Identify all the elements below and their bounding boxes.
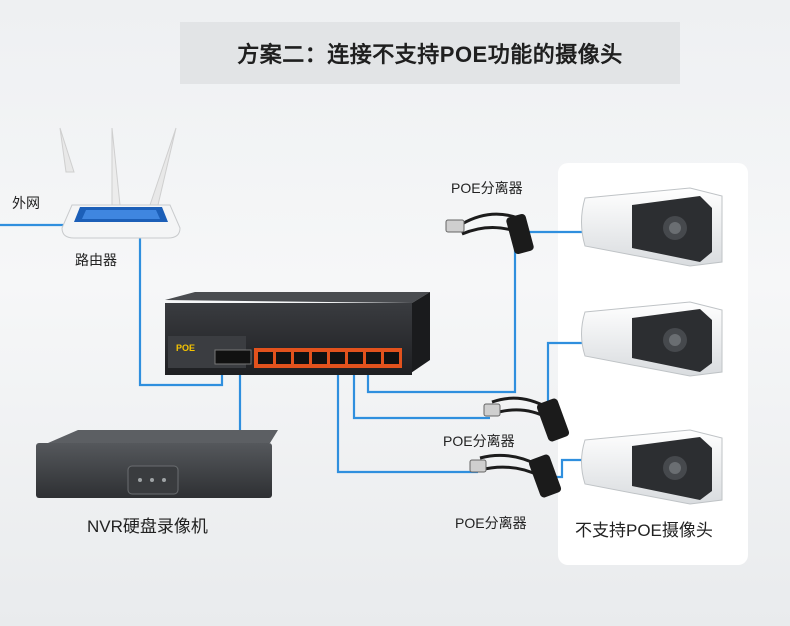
router-to-switch-cable [138,238,224,387]
nvr-icon [36,430,278,498]
router-icon [59,127,181,239]
wan-label: 外网 [12,195,40,211]
nvr-label: NVR硬盘录像机 [87,517,208,536]
camera-icon [581,187,723,267]
router-label: 路由器 [75,252,117,268]
camera-icon [581,429,723,505]
poe-splitter-icon [445,212,534,255]
splitter-mid-to-camera2-cable [546,341,590,418]
poe-splitter-icon [483,396,570,442]
cameras-label: 不支持POE摄像头 [575,521,713,540]
switch-to-splitter-mid-cable [352,370,490,420]
switch-poe-badge: POE [176,343,195,353]
poe-splitter-label-top: POE分离器 [451,180,523,196]
switch-to-splitter-bottom-cable [336,370,478,474]
diagram-title: 方案二：连接不支持POE功能的摄像头 [180,22,680,84]
poe-switch-icon [165,292,430,375]
network-cables [0,223,590,479]
switch-to-splitter-top-cable [366,245,517,394]
camera-icon [581,301,723,377]
poe-splitter-label-mid: POE分离器 [443,433,515,449]
poe-splitter-icon [469,453,562,498]
poe-splitter-label-bottom: POE分离器 [455,515,527,531]
